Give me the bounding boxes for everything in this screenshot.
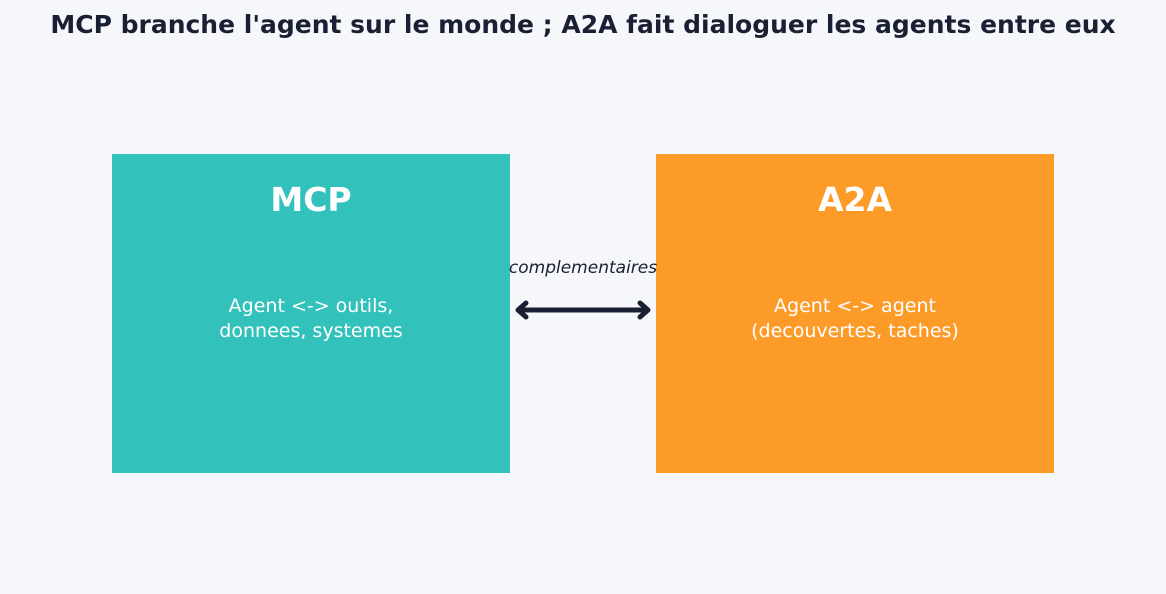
mcp-box: MCP Agent <-> outils, donnees, systemes	[112, 154, 510, 473]
mcp-box-description-line-2: donnees, systemes	[219, 320, 403, 342]
a2a-box-description: Agent <-> agent (decouvertes, taches)	[656, 294, 1054, 344]
double-arrow-connector	[515, 300, 651, 320]
mcp-box-title: MCP	[270, 180, 352, 219]
mcp-box-description-line-1: Agent <-> outils,	[228, 295, 394, 317]
diagram-title: MCP branche l'agent sur le monde ; A2A f…	[50, 10, 1116, 39]
mcp-box-description: Agent <-> outils, donnees, systemes	[112, 294, 510, 344]
connector-label: complementaires	[508, 258, 658, 278]
a2a-box-description-line-2: (decouvertes, taches)	[751, 320, 959, 342]
double-arrow-left-head	[515, 300, 529, 320]
a2a-box-description-line-1: Agent <-> agent	[774, 295, 936, 317]
a2a-box: A2A Agent <-> agent (decouvertes, taches…	[656, 154, 1054, 473]
double-arrow-right-head	[637, 300, 651, 320]
a2a-box-title: A2A	[817, 180, 893, 219]
